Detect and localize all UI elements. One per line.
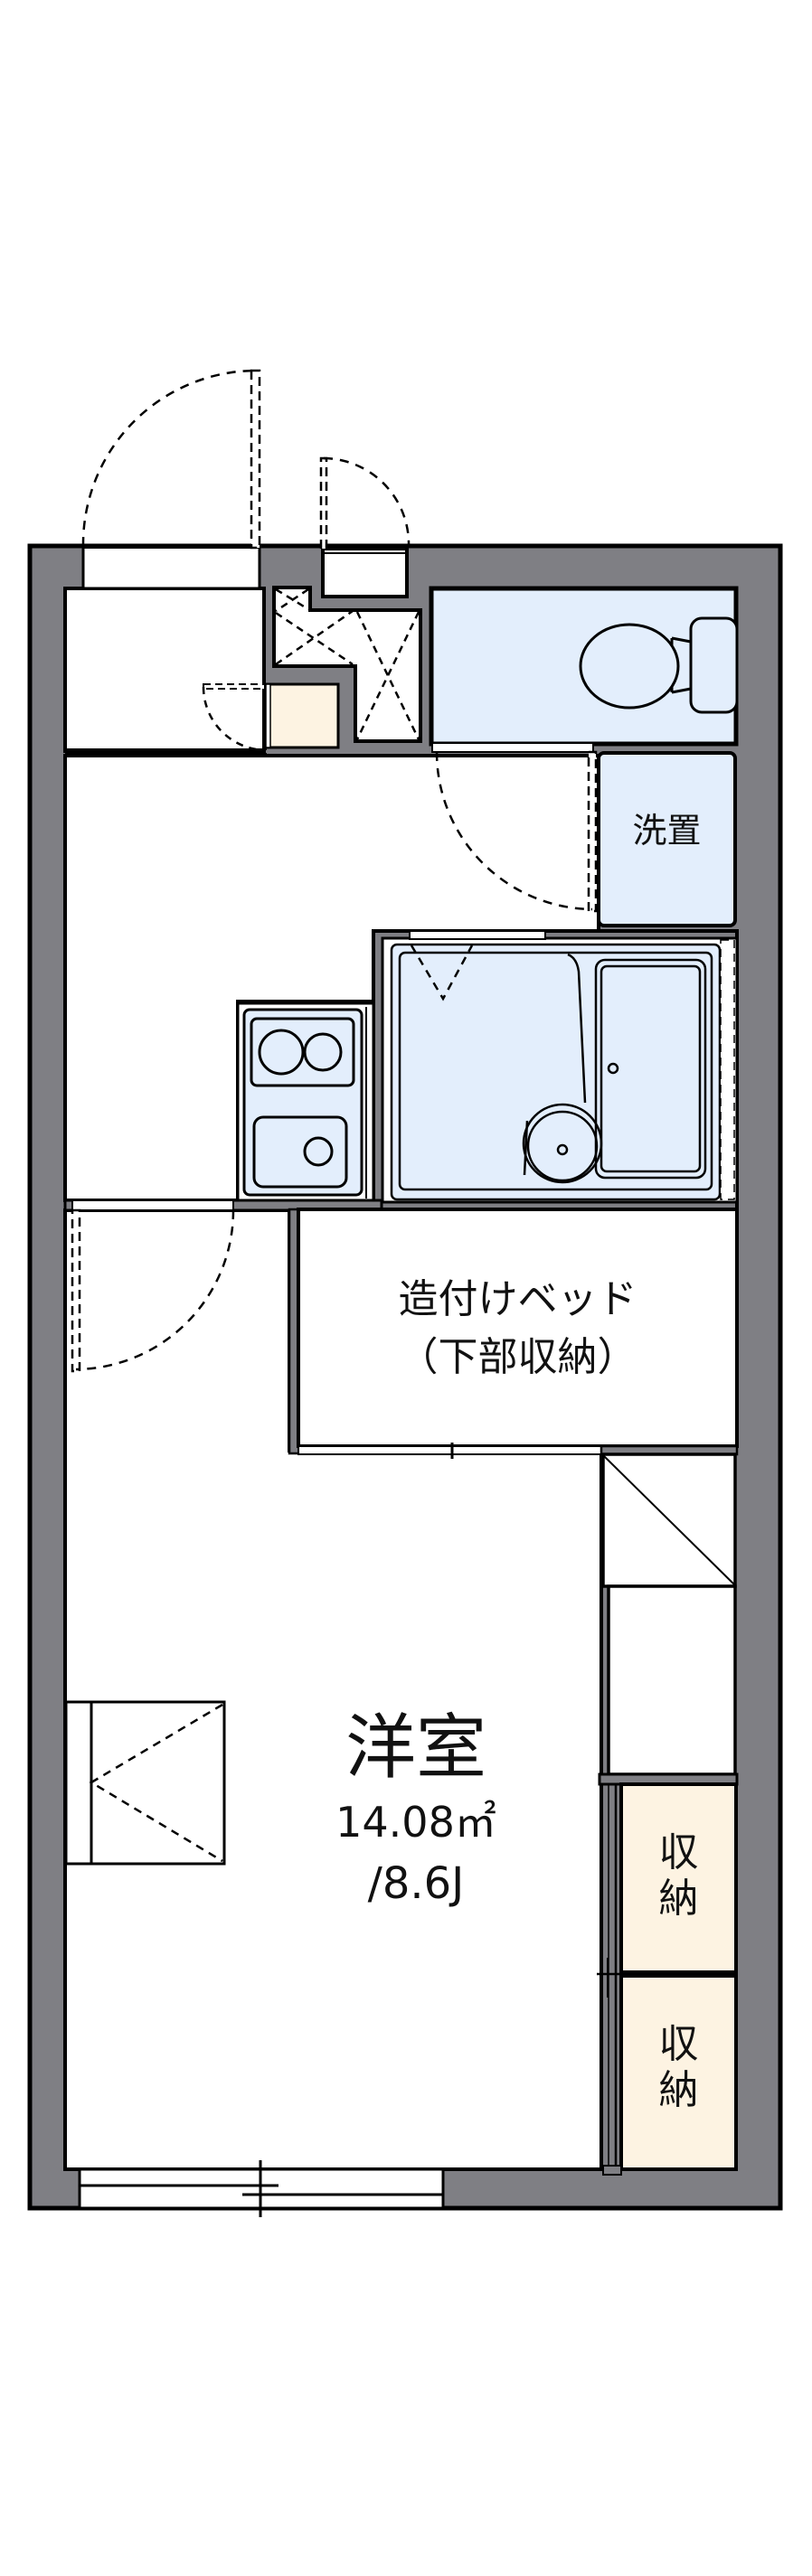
- pipe-shaft: [272, 586, 422, 743]
- storage-upper-label-line1: 収: [658, 1829, 699, 1876]
- storage-upper: [619, 1782, 738, 1974]
- storage-upper-label-line2: 納: [658, 1875, 699, 1922]
- hall-door[interactable]: [65, 683, 267, 755]
- room-name: 洋室: [345, 1707, 486, 1789]
- bathtub-icon: [594, 958, 707, 1180]
- storage-lower-label-line1: 収: [658, 2021, 699, 2067]
- washer-space-label: 洗置: [632, 811, 702, 851]
- air-conditioner-icon: [64, 1700, 226, 1866]
- storage-upper-label: 収 納: [621, 1829, 736, 1922]
- storage-lower: [619, 1974, 738, 2171]
- storage-lower-label-line2: 納: [658, 2066, 699, 2113]
- sink-icon: [252, 1115, 348, 1189]
- built-in-bed: [288, 1208, 739, 1459]
- stove-icon: [250, 1017, 355, 1087]
- washer-space: [597, 751, 737, 927]
- toilet-door[interactable]: [431, 742, 598, 913]
- shoe-cabinet: [265, 682, 340, 749]
- storage-lower-label: 収 納: [621, 2021, 736, 2113]
- toilet-icon: [579, 616, 739, 714]
- balcony-window[interactable]: [78, 2160, 445, 2217]
- built-in-bed-label-line2: （下部収納）: [398, 1334, 637, 1380]
- unit-bath: [372, 929, 739, 1211]
- toilet-room: [429, 586, 739, 747]
- kitchen-counter: [236, 1001, 375, 1202]
- entry-door[interactable]: [81, 369, 261, 590]
- shelf: [598, 1444, 739, 1786]
- built-in-bed-label-line1: 造付けベッド: [398, 1276, 637, 1322]
- room-size-jo: /8.6J: [367, 1858, 465, 1909]
- storage-sliding-doors[interactable]: [597, 1784, 624, 2176]
- meter-box: [319, 456, 411, 598]
- room-area: 14.08㎡: [335, 1798, 496, 1847]
- room-door[interactable]: [63, 1199, 383, 1373]
